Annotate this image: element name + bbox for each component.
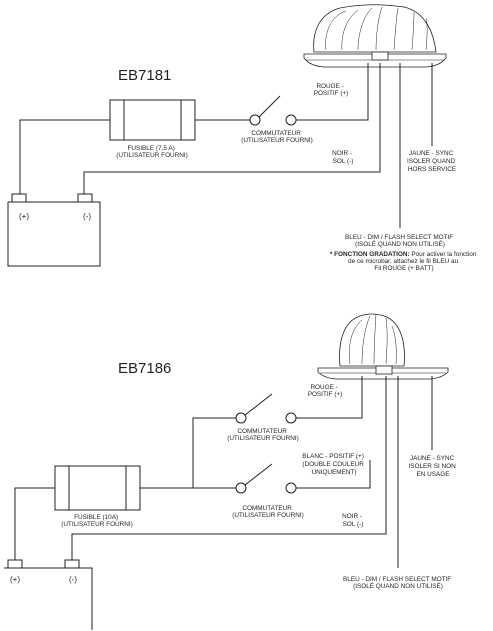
fuse-to-switches-wire — [140, 417, 236, 489]
blue-wire-label: BLEU - DIM / FLASH SELECT MOTIF (ISOLÉ Q… — [343, 576, 453, 590]
switch-top-label: COMMUTATEUR (UTILISATEUR FOURNI) — [227, 428, 299, 442]
battery-eb7186: (+) (-) — [4, 559, 93, 630]
fuse-eb7186 — [54, 465, 141, 511]
yellow-wire-label: JAUNE - SYNC ISOLER SI NON EN USAGE — [408, 455, 457, 478]
red-wire — [296, 63, 369, 121]
black-wire-label: NOIR - SOL (-) — [342, 513, 364, 528]
switch-label: COMMUTATEUR (UTILISATEUR FOURNI) — [241, 130, 313, 144]
lightbar-eb7181 — [303, 4, 447, 68]
switch-eb7181 — [249, 95, 297, 126]
battery-positive-lead — [14, 487, 55, 560]
blue-wire-label: BLEU - DIM / FLASH SELECT MOTIF (ISOLÉ Q… — [345, 234, 455, 248]
diagram-eb7186: (+) (-) EB7186 FUSIBLE (10A) (UTILISATEU… — [4, 313, 457, 630]
fuse-label: FUSIBLE (10A) (UTILISATEUR FOURNI) — [61, 514, 133, 528]
battery-negative-label: (-) — [83, 212, 91, 221]
red-wire — [296, 376, 363, 419]
switch-bottom-label: COMMUTATEUR (UTILISATEUR FOURNI) — [232, 505, 304, 519]
fuse-label: FUSIBLE (7,5 A) (UTILISATEUR FOURNI) — [116, 145, 188, 159]
fuse-eb7181 — [109, 99, 196, 141]
diagram-eb7181: (+) (-) EB7181 FUSIBLE (7,5 A) (UTILISAT… — [7, 4, 478, 272]
black-wire — [83, 63, 381, 194]
lightbar-eb7186 — [317, 313, 449, 380]
dimming-note: * FONCTION GRADATION: Pour activer la fo… — [330, 251, 478, 272]
switch-top-eb7186 — [235, 393, 297, 424]
wires-eb7181 — [19, 63, 433, 228]
wires-eb7186 — [14, 376, 433, 568]
battery-positive-lead — [19, 119, 110, 194]
battery-positive-label: (+) — [10, 575, 20, 584]
model-title: EB7181 — [118, 67, 171, 84]
white-wire-label: BLANC - POSITIF (+) (DOUBLE COULEUR UNIQ… — [302, 453, 365, 476]
red-wire-label: ROUGE - POSITIF (+) — [308, 384, 343, 398]
switch-bottom-eb7186 — [235, 463, 297, 494]
red-wire-label: ROUGE - POSITIF (+) — [314, 83, 349, 97]
black-wire — [71, 376, 387, 560]
model-title: EB7186 — [118, 360, 171, 377]
yellow-wire-label: JAUNE - SYNC ISOLER QUAND HORS SERVICE — [407, 150, 457, 173]
battery-negative-label: (-) — [69, 575, 77, 584]
battery-positive-label: (+) — [19, 212, 29, 221]
battery-eb7181: (+) (-) — [7, 193, 101, 267]
black-wire-label: NOIR - SOL (-) — [332, 150, 354, 165]
white-wire — [296, 460, 371, 489]
